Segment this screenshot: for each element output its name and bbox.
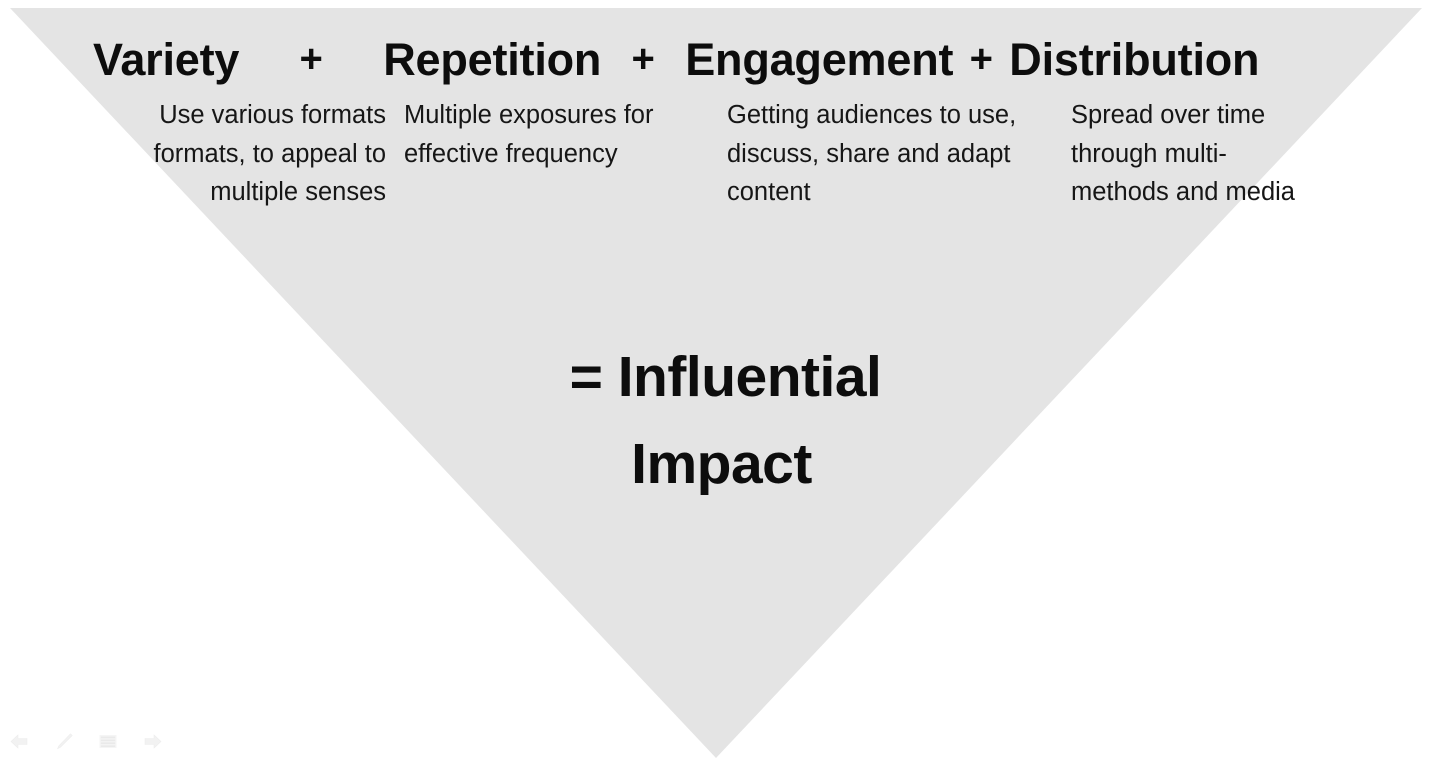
- funnel-description-columns: Use various formats formats, to appeal t…: [0, 96, 1429, 296]
- column-description-repetition: Multiple exposures for effective frequen…: [404, 101, 654, 168]
- menu-lines-icon[interactable]: [96, 730, 120, 754]
- column-description-distribution: Spread over time through multi-methods a…: [1071, 101, 1295, 206]
- result-line-impact: Impact: [631, 432, 812, 496]
- back-arrow-icon[interactable]: [8, 730, 32, 754]
- pen-icon[interactable]: [52, 730, 76, 754]
- header-term-engagement: Engagement: [685, 33, 954, 85]
- header-operator-plus-1: +: [299, 37, 323, 81]
- presentation-mini-toolbar[interactable]: [8, 730, 164, 754]
- column-description-variety: Use various formats formats, to appeal t…: [153, 101, 386, 206]
- header-operator-plus-2: +: [631, 37, 655, 81]
- result-line-influential: = Influential: [569, 345, 882, 409]
- header-term-distribution: Distribution: [1009, 33, 1260, 85]
- funnel-result: = Influential Impact: [0, 334, 1429, 508]
- header-term-variety: Variety: [93, 33, 240, 85]
- header-term-repetition: Repetition: [383, 33, 602, 85]
- header-operator-plus-3: +: [969, 37, 993, 81]
- funnel-header-row: Variety + Repetition + Engagement + Dist…: [0, 26, 1429, 92]
- column-description-engagement: Getting audiences to use, discuss, share…: [727, 101, 1017, 206]
- forward-arrow-icon[interactable]: [140, 730, 164, 754]
